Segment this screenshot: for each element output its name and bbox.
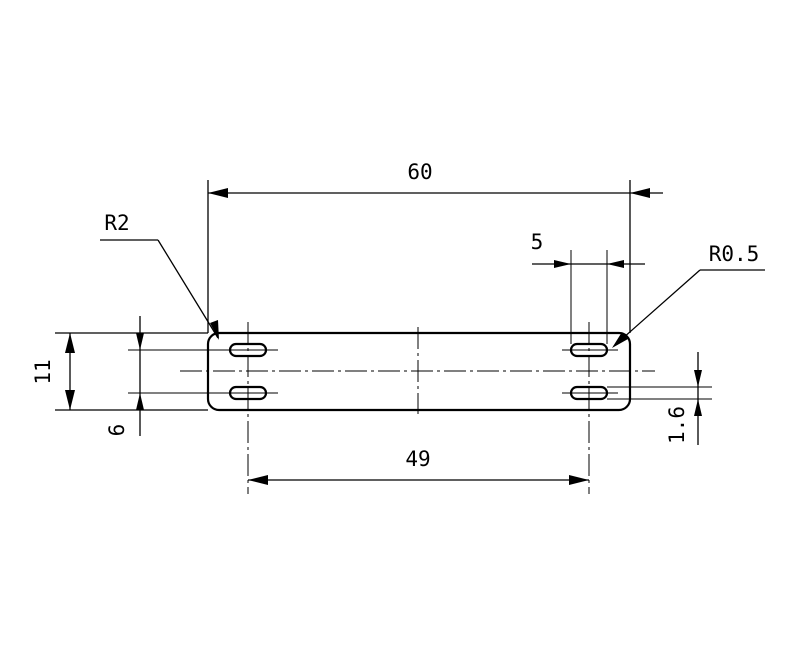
dimension-label-11: 11	[31, 359, 55, 384]
dimension-label-r2: R2	[104, 211, 129, 235]
dimension-hole-spacing: 49	[248, 447, 589, 485]
dimension-slot-width: 1.6	[607, 352, 712, 445]
leader-corner-radius: R2	[100, 211, 219, 340]
dimension-label-6: 6	[105, 424, 129, 437]
dimension-plate-height: 11	[31, 332, 208, 411]
dimension-label-60: 60	[407, 160, 432, 184]
dimension-overall-length: 60	[207, 160, 663, 333]
dimension-hole-pitch: 6	[105, 316, 230, 436]
dimension-label-49: 49	[405, 447, 430, 471]
dimension-label-1-6: 1.6	[665, 406, 689, 444]
dimension-label-r0-5: R0.5	[709, 242, 760, 266]
dimension-slot-length: 5	[531, 230, 645, 344]
leader-slot-radius: R0.5	[612, 242, 765, 348]
dimension-label-5: 5	[531, 230, 544, 254]
